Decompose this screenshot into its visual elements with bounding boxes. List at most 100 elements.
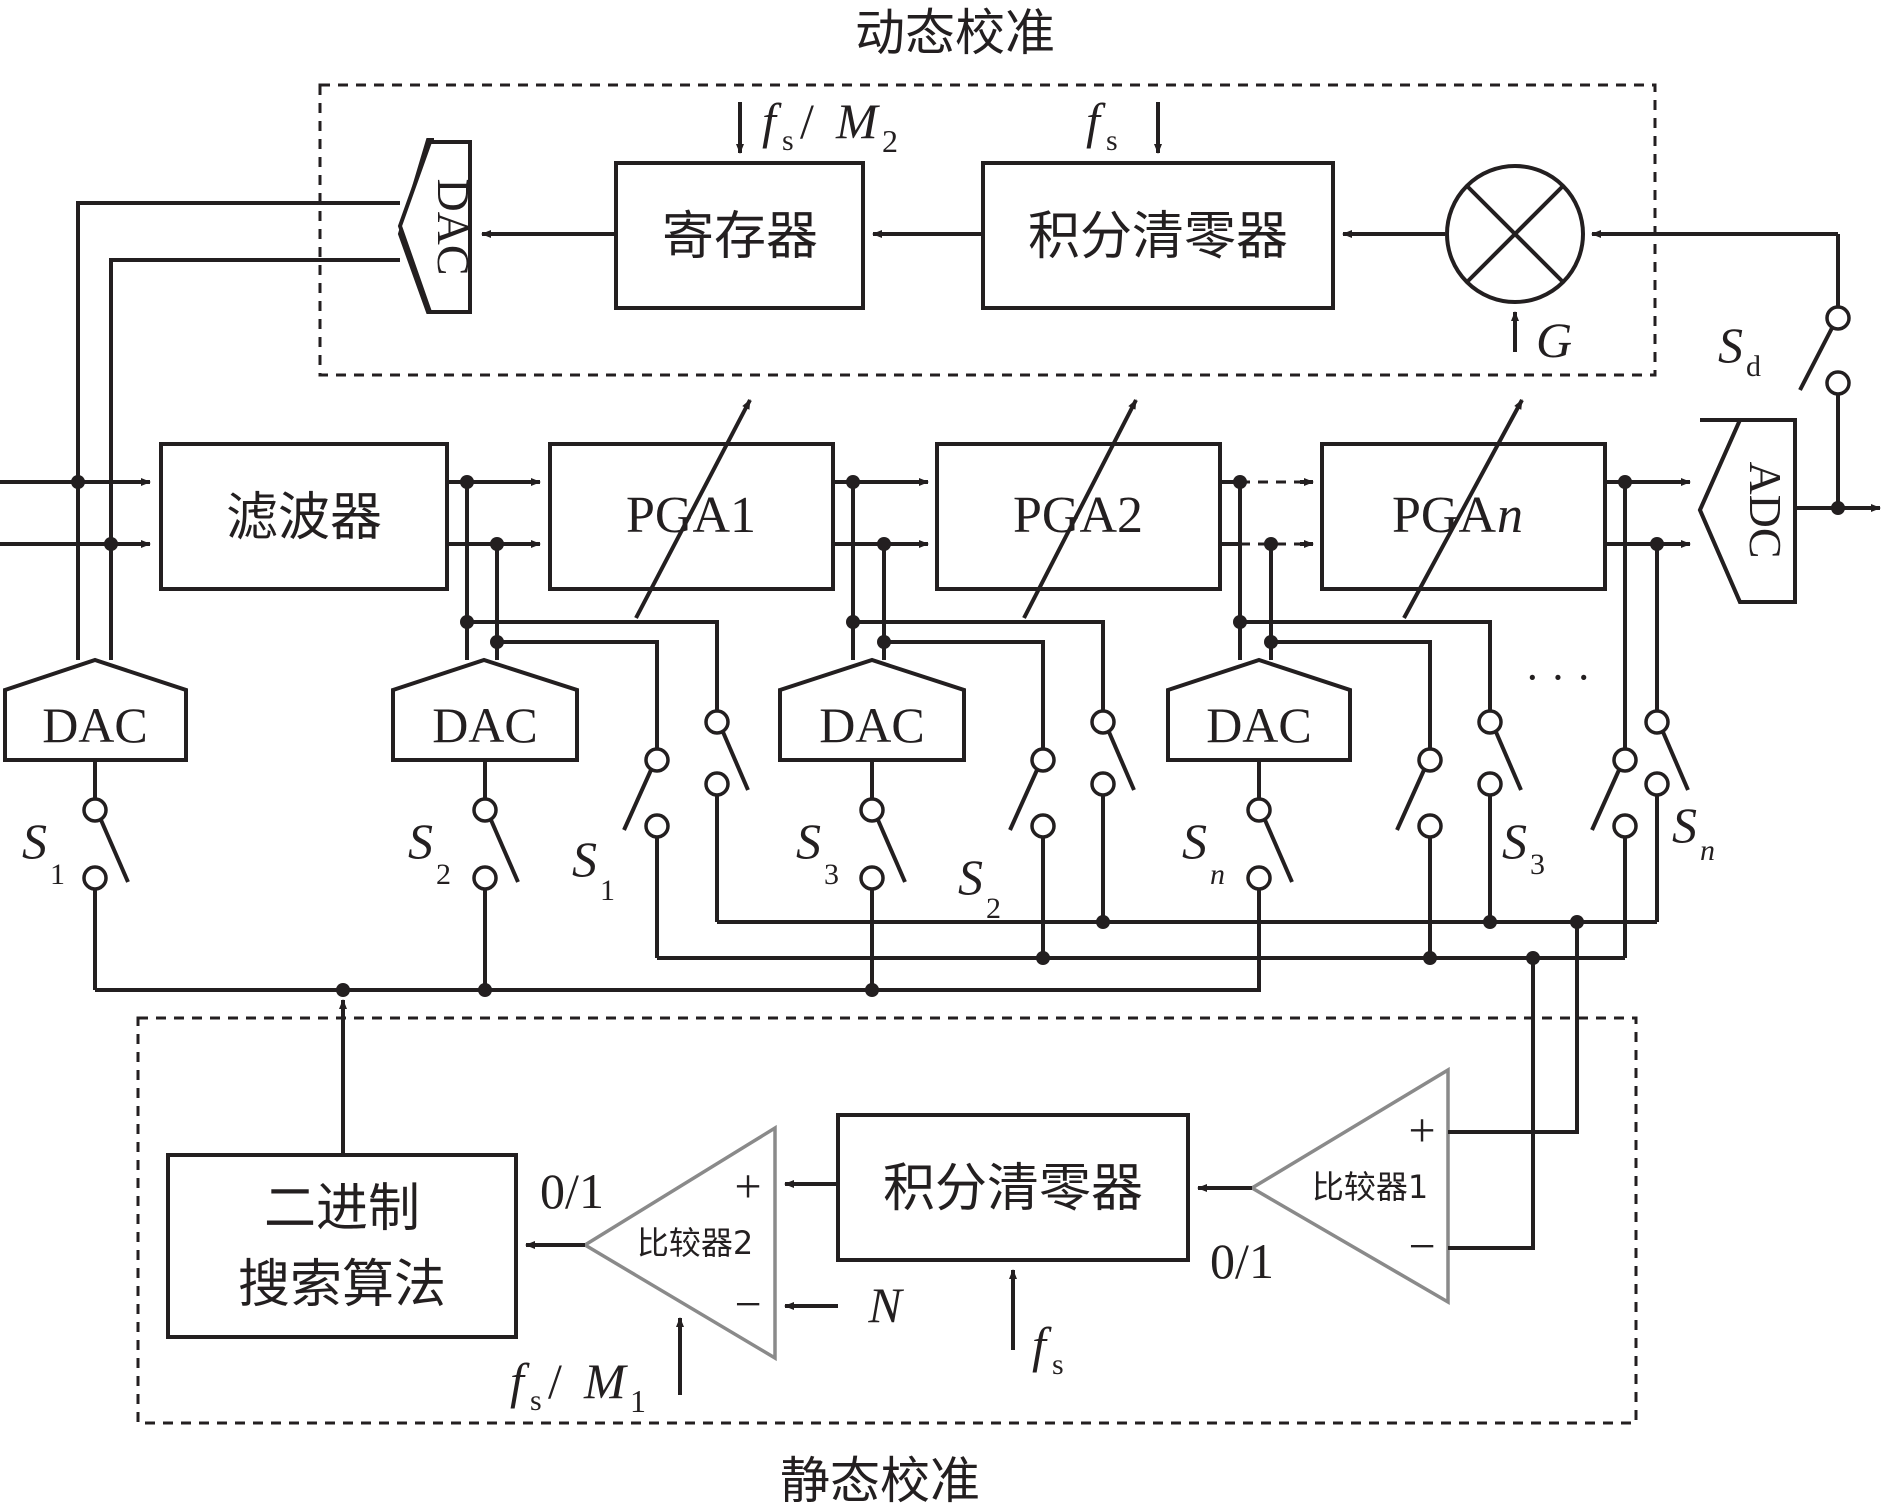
svg-text:S: S <box>1672 797 1697 853</box>
svg-text:S: S <box>22 813 47 869</box>
dac-control-bus <box>95 975 1261 992</box>
adc-block: ADC <box>1697 418 1797 604</box>
dynamic-calibration-title: 动态校准 <box>855 4 1055 62</box>
static-integrator-block <box>836 1113 1190 1262</box>
comparator1-output-label: 0/1 <box>1210 1233 1274 1289</box>
svg-text:S: S <box>1182 813 1207 869</box>
tap-line-3b <box>1271 640 1432 760</box>
svg-text:/: / <box>548 1353 562 1409</box>
switch-tap-s2: S 2 <box>958 709 1136 958</box>
tap-line-1a <box>467 620 719 712</box>
switch-tap-sn: S n <box>1590 709 1715 958</box>
svg-text:S: S <box>958 849 983 905</box>
svg-text:−: − <box>734 1278 761 1331</box>
dynamic-dac: DAC <box>397 138 479 314</box>
binary-search-line2: 搜索算法 <box>238 1255 446 1315</box>
svg-text:+: + <box>734 1160 761 1213</box>
static-integrator-label: 积分清零器 <box>883 1159 1143 1219</box>
tap-line-2a <box>853 620 1105 712</box>
junction <box>1233 615 1247 629</box>
dac-stage-3: DAC <box>778 657 966 762</box>
comparator2-output-label: 0/1 <box>540 1163 604 1219</box>
dynamic-integrator-block <box>981 161 1335 310</box>
fs-dyn-label: f s <box>1086 93 1118 157</box>
register-label: 寄存器 <box>662 207 818 267</box>
comparator1-plus-wire <box>1448 922 1579 1134</box>
svg-text:DAC: DAC <box>819 697 925 753</box>
comparator-2: 比较器2 + − <box>581 1124 777 1362</box>
junction <box>877 635 891 649</box>
dynamic-dac-wire-bottom <box>109 258 400 660</box>
junction <box>1096 915 1110 929</box>
switch-dac-sn: S n <box>1182 760 1294 975</box>
dac-stage-n: DAC <box>1166 657 1352 762</box>
svg-text:2: 2 <box>436 858 451 891</box>
pga2-block <box>935 442 1222 591</box>
svg-text:s: s <box>1106 124 1118 157</box>
svg-text:比较器1: 比较器1 <box>1312 1168 1428 1206</box>
switch-dac-s2: S 2 <box>408 760 520 990</box>
svg-text:n: n <box>1497 487 1523 544</box>
adc-label: ADC <box>1740 461 1791 558</box>
register-block <box>614 161 865 310</box>
junction <box>490 635 504 649</box>
svg-text:S: S <box>1502 813 1527 869</box>
pgan-variable-arrow <box>1402 399 1524 619</box>
svg-text:d: d <box>1746 350 1761 383</box>
dac-stage-1: DAC <box>3 657 188 762</box>
tap-line-3a <box>1240 620 1492 712</box>
junction <box>460 615 474 629</box>
svg-text:n: n <box>1210 858 1225 891</box>
junction <box>865 983 879 997</box>
svg-text:f: f <box>1032 1317 1052 1373</box>
svg-text:n: n <box>1700 834 1715 867</box>
static-calibration-title: 静态校准 <box>780 1452 980 1510</box>
svg-text:1: 1 <box>600 874 615 907</box>
svg-text:比较器2: 比较器2 <box>637 1224 753 1262</box>
fs-m2-label: f s / M 2 <box>762 93 898 159</box>
svg-text:PGA: PGA <box>1392 487 1496 544</box>
junction <box>478 983 492 997</box>
junction <box>1036 951 1050 965</box>
svg-text:f: f <box>762 93 782 149</box>
junction <box>1264 635 1278 649</box>
tap-line-1b <box>497 640 659 760</box>
pgan-label: PGA n <box>1392 487 1523 544</box>
gain-label: G <box>1536 312 1572 368</box>
comparator-1: 比较器1 + − <box>1248 1066 1450 1306</box>
switch-dac-s3: S 3 <box>796 760 907 990</box>
switch-sd: S d <box>1718 305 1851 508</box>
svg-text:S: S <box>408 813 433 869</box>
pgan-block <box>1320 442 1607 591</box>
ellipsis: · · · <box>1525 653 1591 702</box>
pga2-variable-arrow <box>1022 399 1138 619</box>
svg-text:/: / <box>800 93 814 149</box>
svg-text:1: 1 <box>630 1383 646 1419</box>
svg-text:DAC: DAC <box>432 697 538 753</box>
dac-stage-2: DAC <box>391 657 579 762</box>
n-label: N <box>867 1277 904 1333</box>
binary-search-block <box>166 1153 518 1339</box>
svg-text:+: + <box>1408 1104 1435 1157</box>
svg-text:3: 3 <box>824 858 839 891</box>
svg-text:2: 2 <box>882 123 898 159</box>
svg-text:f: f <box>510 1353 530 1409</box>
pga1-block <box>548 442 835 591</box>
junction <box>1831 501 1845 515</box>
junction <box>846 615 860 629</box>
svg-text:S: S <box>572 831 597 887</box>
switch-tap-s3: S 3 <box>1395 709 1545 958</box>
svg-text:−: − <box>1408 1220 1435 1273</box>
dynamic-integrator-label: 积分清零器 <box>1028 207 1288 267</box>
svg-text:s: s <box>1052 1348 1064 1381</box>
svg-text:s: s <box>530 1384 542 1417</box>
pga1-variable-arrow <box>634 399 752 619</box>
fs-static-label: f s <box>1032 1317 1064 1381</box>
svg-text:f: f <box>1086 93 1106 149</box>
dynamic-dac-wire-top <box>76 201 400 660</box>
svg-text:S: S <box>796 813 821 869</box>
svg-text:S: S <box>1718 317 1743 373</box>
svg-text:s: s <box>782 124 794 157</box>
junction <box>336 983 350 997</box>
fs-m1-label: f s / M 1 <box>510 1353 646 1419</box>
